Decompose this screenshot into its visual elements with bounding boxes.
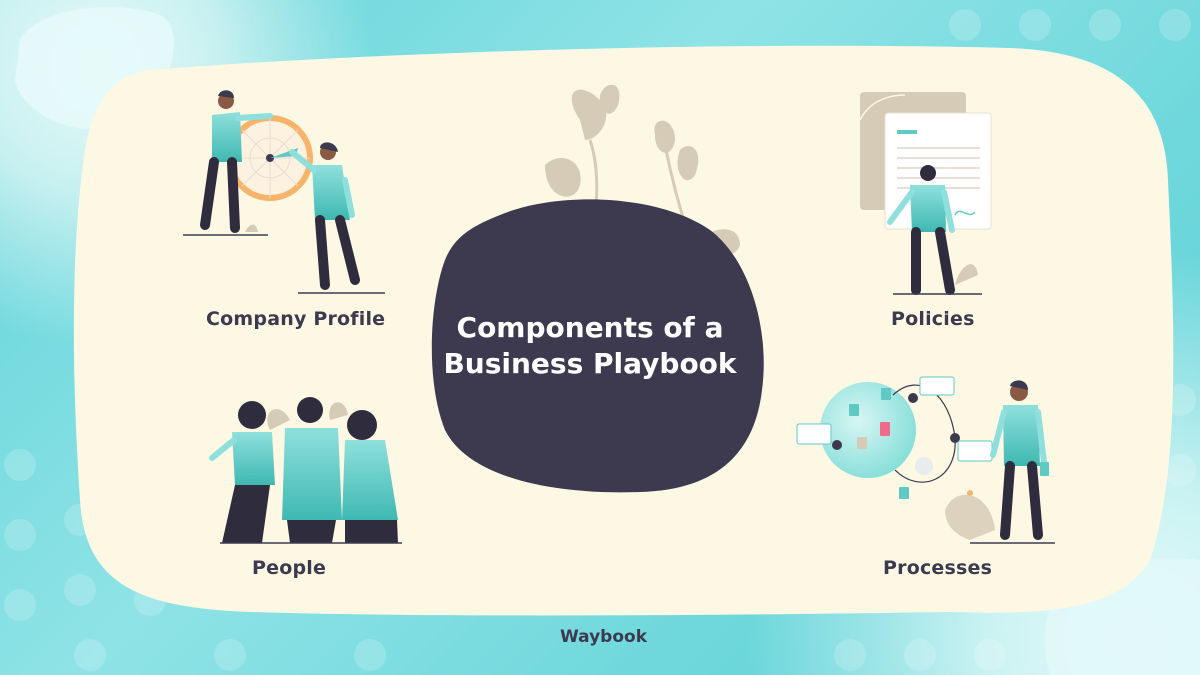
people-illustration [209,397,402,544]
label-people: People [252,557,327,579]
label-company-profile: Company Profile [206,308,386,330]
slide-title-line-2: Business Playbook [443,347,737,380]
company-profile-illustration [183,90,385,294]
processes-illustration [796,376,1055,544]
slide-title: Components of a Business Playbook [440,310,740,382]
policies-illustration [859,92,992,295]
label-processes: Processes [883,557,993,579]
title-blob [431,199,764,493]
brand-logo: Waybook [560,627,648,647]
slide-title-line-1: Components of a [456,311,724,344]
label-policies: Policies [891,308,975,330]
